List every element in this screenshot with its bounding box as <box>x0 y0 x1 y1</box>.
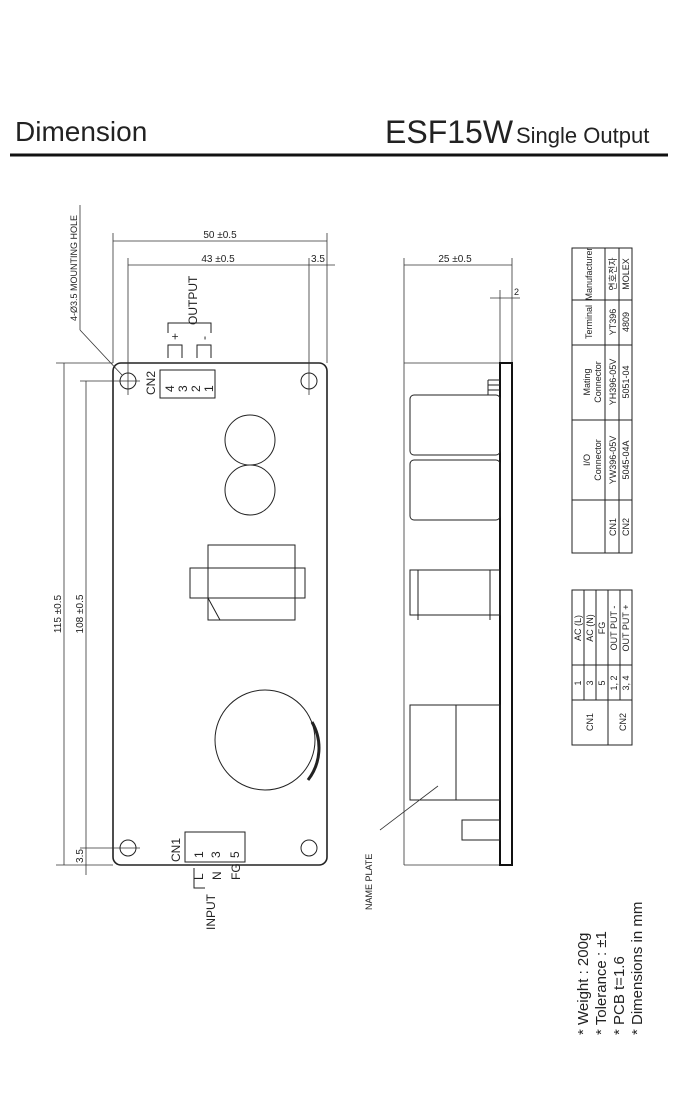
length-dimension: 115 ±0.5 <box>53 595 64 634</box>
cn2-connector <box>159 369 216 399</box>
svg-text:N: N <box>210 871 224 880</box>
svg-text:-: - <box>197 336 211 340</box>
svg-text:* Tolerance : ±1: * Tolerance : ±1 <box>593 931 610 1035</box>
bulk-capacitor <box>214 689 316 791</box>
svg-text:MOLEX: MOLEX <box>621 258 631 290</box>
svg-text:CN1: CN1 <box>608 518 618 536</box>
svg-text:1: 1 <box>202 385 216 392</box>
svg-text:3: 3 <box>209 851 223 858</box>
hole-pitch-x-dimension: 43 ±0.5 <box>201 254 235 265</box>
transformer <box>189 544 306 621</box>
svg-text:3: 3 <box>585 680 595 685</box>
cn2-label: CN2 <box>144 371 158 395</box>
depth-dimension: 25 ±0.5 <box>438 254 472 265</box>
svg-text:* Dimensions in mm: * Dimensions in mm <box>629 902 646 1035</box>
output-label: OUTPUT <box>186 275 200 325</box>
pcb-thickness-dimension: 2 <box>514 287 519 297</box>
edge-y-dimension: 3.5 <box>75 849 86 863</box>
svg-text:1, 2: 1, 2 <box>609 675 619 690</box>
svg-text:CN1: CN1 <box>585 713 595 731</box>
svg-text:1: 1 <box>192 851 206 858</box>
svg-text:OUT PUT +: OUT PUT + <box>621 605 631 652</box>
svg-text:* PCB t=1.6: * PCB t=1.6 <box>611 956 628 1035</box>
svg-text:CN2: CN2 <box>621 518 631 536</box>
mounting-hole-label: 4-Ø3.5 MOUNTING HOLE <box>69 215 79 321</box>
svg-text:* Weight : 200g: * Weight : 200g <box>575 933 592 1035</box>
notes: * Weight : 200g * Tolerance : ±1 * PCB t… <box>575 902 646 1035</box>
hole-pitch-y-dimension: 108 ±0.5 <box>75 594 86 633</box>
pcb-outline <box>112 362 328 866</box>
svg-text:YH396-05V: YH396-05V <box>608 359 618 406</box>
svg-text:AC (N): AC (N) <box>585 614 595 642</box>
name-plate-label: NAME PLATE <box>364 854 374 910</box>
svg-text:연호전자: 연호전자 <box>608 257 618 291</box>
svg-text:+: + <box>168 333 182 340</box>
top-view: 50 ±0.5 43 ±0.5 3.5 115 ±0.5 108 ±0.5 3.… <box>53 205 335 930</box>
connector-table: I/OConnector MatingConnector Terminal Ma… <box>571 247 633 554</box>
input-label: INPUT <box>204 893 218 930</box>
svg-text:L: L <box>192 873 206 880</box>
svg-text:4809: 4809 <box>621 312 631 332</box>
cn1-label: CN1 <box>169 838 183 862</box>
svg-text:CN2: CN2 <box>618 713 628 731</box>
svg-text:3, 4: 3, 4 <box>621 675 631 690</box>
model-name: ESF15W <box>385 114 514 150</box>
svg-text:5051-04: 5051-04 <box>621 365 631 398</box>
svg-text:YT396: YT396 <box>608 309 618 336</box>
mounting-holes <box>119 372 318 857</box>
svg-text:1: 1 <box>573 680 583 685</box>
pcb-edge <box>499 362 513 866</box>
svg-text:Terminal: Terminal <box>584 305 594 339</box>
cn1-connector <box>184 831 246 863</box>
svg-text:OUT PUT -: OUT PUT - <box>609 606 619 651</box>
svg-text:4: 4 <box>163 385 177 392</box>
capacitor-2 <box>224 464 276 516</box>
svg-text:5: 5 <box>228 851 242 858</box>
svg-text:MatingConnector: MatingConnector <box>582 361 603 403</box>
width-dimension: 50 ±0.5 <box>203 230 237 241</box>
pin-table: CN1 CN2 1 AC (L) 3 AC (N) 5 FG 1, 2 OUT … <box>571 589 633 746</box>
model-subtitle: Single Output <box>516 123 649 148</box>
svg-text:Manufacturer: Manufacturer <box>584 247 594 300</box>
svg-text:AC (L): AC (L) <box>573 615 583 641</box>
edge-x-dimension: 3.5 <box>311 254 325 265</box>
svg-text:5: 5 <box>597 680 607 685</box>
svg-text:FG: FG <box>597 622 607 635</box>
svg-text:3: 3 <box>176 385 190 392</box>
svg-text:5045-04A: 5045-04A <box>621 440 631 479</box>
svg-text:YW396-05V: YW396-05V <box>608 436 618 485</box>
svg-text:2: 2 <box>189 385 203 392</box>
side-view: 25 ±0.5 2 NAME PLATE <box>364 254 520 910</box>
svg-text:FG: FG <box>229 863 243 880</box>
svg-text:I/OConnector: I/OConnector <box>582 439 603 481</box>
page-title: Dimension <box>15 116 147 147</box>
capacitor-1 <box>224 414 276 466</box>
